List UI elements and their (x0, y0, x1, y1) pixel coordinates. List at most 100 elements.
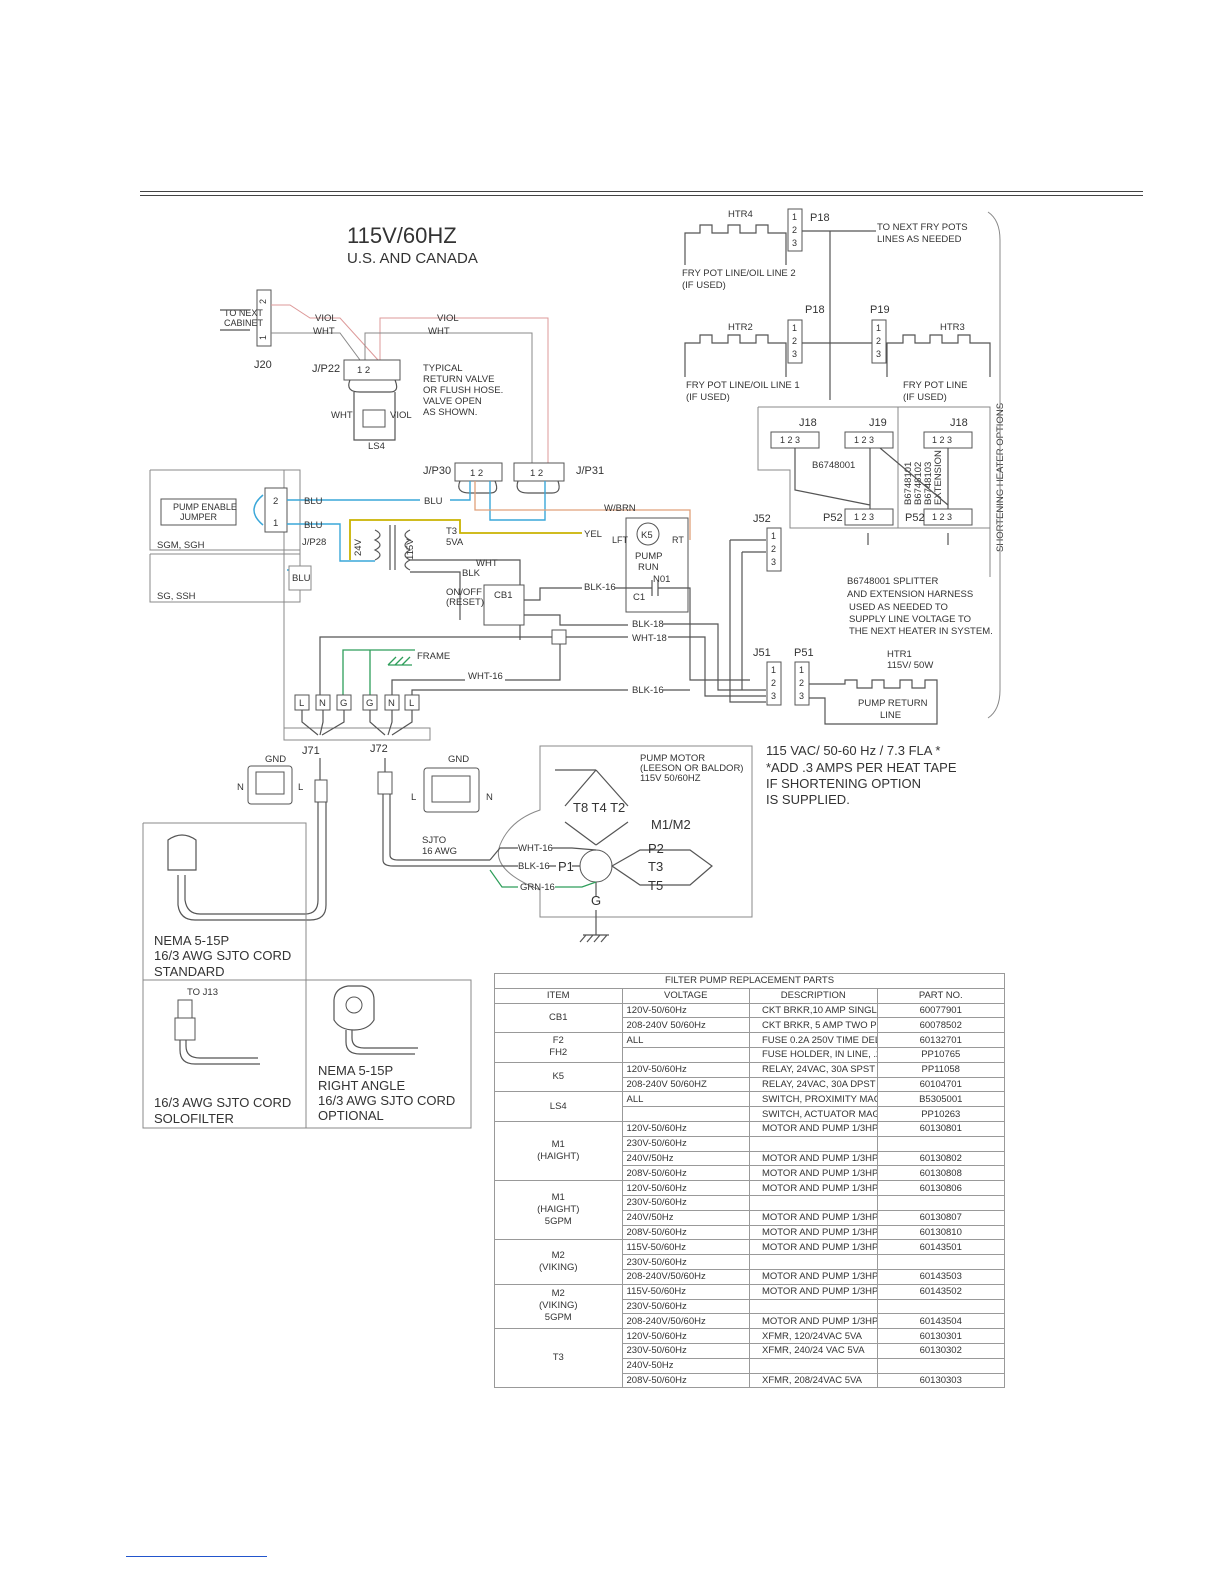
description-cell: MOTOR AND PUMP 1/3HP, 8GPM (749, 1150, 878, 1167)
part-no-cell: PP10263 (876, 1106, 1005, 1122)
title-region: U.S. AND CANADA (347, 250, 478, 267)
wire-blk16-motor: BLK-16 (518, 861, 550, 872)
voltage-cell (621, 1106, 750, 1122)
voltage-cell: ALL (621, 1032, 750, 1048)
line1-label-b: (IF USED) (686, 392, 730, 403)
wire-wht-1: WHT (313, 326, 335, 337)
part-no-cell: 60130810 (876, 1224, 1005, 1241)
htr3-label: HTR3 (940, 322, 965, 333)
rec-left-n: N (237, 782, 244, 793)
t8t4t2-label: T8 T4 T2 (573, 800, 625, 815)
g-label: G (591, 893, 601, 908)
part-no-cell (876, 1254, 1005, 1270)
item-cell: M1 (HAIGHT) 5GPM (494, 1180, 623, 1241)
jp30-label: J/P30 (423, 465, 451, 477)
description-cell: SWITCH, PROXIMITY MAGNETIC (749, 1091, 878, 1108)
col-header-item: ITEM (494, 987, 623, 1004)
pump-run-1: PUMP (635, 551, 662, 562)
j20-label: J20 (254, 359, 272, 371)
relay-k5: K5 LFT RT PUMP RUN N01 C1 BLK-16 (584, 517, 750, 681)
voltage-cell: 120V-50/60Hz (621, 1061, 750, 1078)
line-label-b: (IF USED) (903, 392, 947, 403)
frame-label: FRAME (417, 651, 450, 662)
parts-table-title-row: FILTER PUMP REPLACEMENT PARTS (494, 973, 1005, 989)
j52-label: J52 (753, 513, 771, 525)
description-cell: FUSE 0.2A 250V TIME DELAY CERAMIC (749, 1032, 878, 1048)
p2-label: P2 (648, 841, 664, 856)
rec-right-l: L (411, 792, 416, 803)
cord-std-3: STANDARD (154, 964, 225, 979)
pump-enable-1: PUMP ENABLE (173, 502, 237, 512)
c1-label: C1 (633, 592, 645, 603)
jp30-pins: 1 2 (470, 468, 483, 479)
voltage-cell: 120V-50/60Hz (621, 1120, 750, 1137)
p19-label: P19 (870, 304, 890, 316)
p1-label: P1 (558, 859, 574, 874)
voltage-cell: 208V-50/60Hz (621, 1165, 750, 1182)
part-no-cell: 60130302 (876, 1342, 1005, 1359)
j72-label: J72 (370, 743, 388, 755)
power-cords: GND N L GND L N SJTO 16 AWG (167, 754, 493, 921)
line2-label-a: FRY POT LINE/OIL LINE 2 (682, 268, 796, 279)
wire-blu-low: BLU (304, 520, 323, 531)
rec-right-n: N (486, 792, 493, 803)
item-cell: M1 (HAIGHT) (494, 1120, 623, 1182)
htr4-pin1: 1 (792, 212, 797, 222)
description-cell (749, 1254, 878, 1270)
part-no-cell (876, 1135, 1005, 1152)
j51-pin3: 3 (771, 691, 776, 701)
jp28-label: J/P28 (302, 537, 326, 548)
voltage-cell: 208-240V/50/60Hz (621, 1268, 750, 1285)
line2-label-b: (IF USED) (682, 280, 726, 291)
parts-table-header-row: ITEM VOLTAGE DESCRIPTION PART NO. (494, 987, 1005, 1004)
part-no-cell: 60143503 (876, 1268, 1005, 1285)
j18-left-label: J18 (799, 417, 817, 429)
rec-left-l: L (298, 782, 303, 793)
rating-3: IF SHORTENING OPTION (766, 776, 921, 791)
m1m2-label: M1/M2 (651, 817, 691, 832)
cord-opt-1: NEMA 5-15P (318, 1063, 393, 1078)
p51-pin2: 2 (799, 678, 804, 688)
j18-left-pins: 1 2 3 (780, 435, 800, 445)
part-no-cell: PP11058 (876, 1061, 1005, 1078)
breaker-cb1: CB1 ON/OFF (RESET) BLK-18 WHT-18 (446, 539, 766, 703)
lft-label: LFT (612, 535, 629, 545)
j51-label: J51 (753, 647, 771, 659)
description-cell (749, 1194, 878, 1211)
motor-2: (LEESON OR BALDOR) (640, 763, 743, 774)
to-next-cabinet-1: TO NEXT (224, 308, 263, 318)
p51-pin3: 3 (799, 691, 804, 701)
cord-std-1: NEMA 5-15P (154, 933, 229, 948)
heater-htr3: 1 2 3 P19 HTR3 FRY POT LINE (IF USED) (870, 304, 991, 403)
wire-blk16-strip: BLK-16 (632, 685, 664, 696)
n01-label: N01 (653, 574, 670, 585)
term-n2: N (388, 698, 395, 709)
typical-4: VALVE OPEN (423, 396, 482, 407)
j52-pin2: 2 (771, 544, 776, 554)
viol-ls4: VIOL (390, 410, 412, 421)
jp28-pin2: 2 (273, 496, 278, 507)
blue-wires: BLU BLU BLU BLU (287, 481, 546, 591)
cord-solo-2: SOLOFILTER (154, 1111, 234, 1126)
description-cell: RELAY, 24VAC, 30A DPST (749, 1076, 878, 1093)
t5-label: T5 (648, 878, 663, 893)
p52-left-pins: 1 2 3 (854, 512, 874, 522)
item-cell: LS4 (494, 1091, 623, 1122)
connector-j52: J52 1 2 3 (753, 513, 782, 572)
item-cell: M2 (VIKING) 5GPM (494, 1283, 623, 1330)
wire-wht18: WHT-18 (632, 633, 667, 644)
p51-pin1: 1 (799, 665, 804, 675)
htr1-rating: 115V/ 50W (887, 660, 933, 671)
htr4-pin3: 3 (792, 238, 797, 248)
part-no-cell: 60130806 (876, 1180, 1005, 1196)
connectors-jp30-jp31: 1 2 J/P30 1 2 J/P31 (423, 462, 604, 494)
item-cell: CB1 (494, 1002, 623, 1034)
description-cell: RELAY, 24VAC, 30A SPST (749, 1061, 878, 1078)
wire-viol-1: VIOL (315, 313, 337, 324)
part-no-cell: 60077901 (876, 1002, 1005, 1019)
part-no-cell: 60132701 (876, 1032, 1005, 1048)
